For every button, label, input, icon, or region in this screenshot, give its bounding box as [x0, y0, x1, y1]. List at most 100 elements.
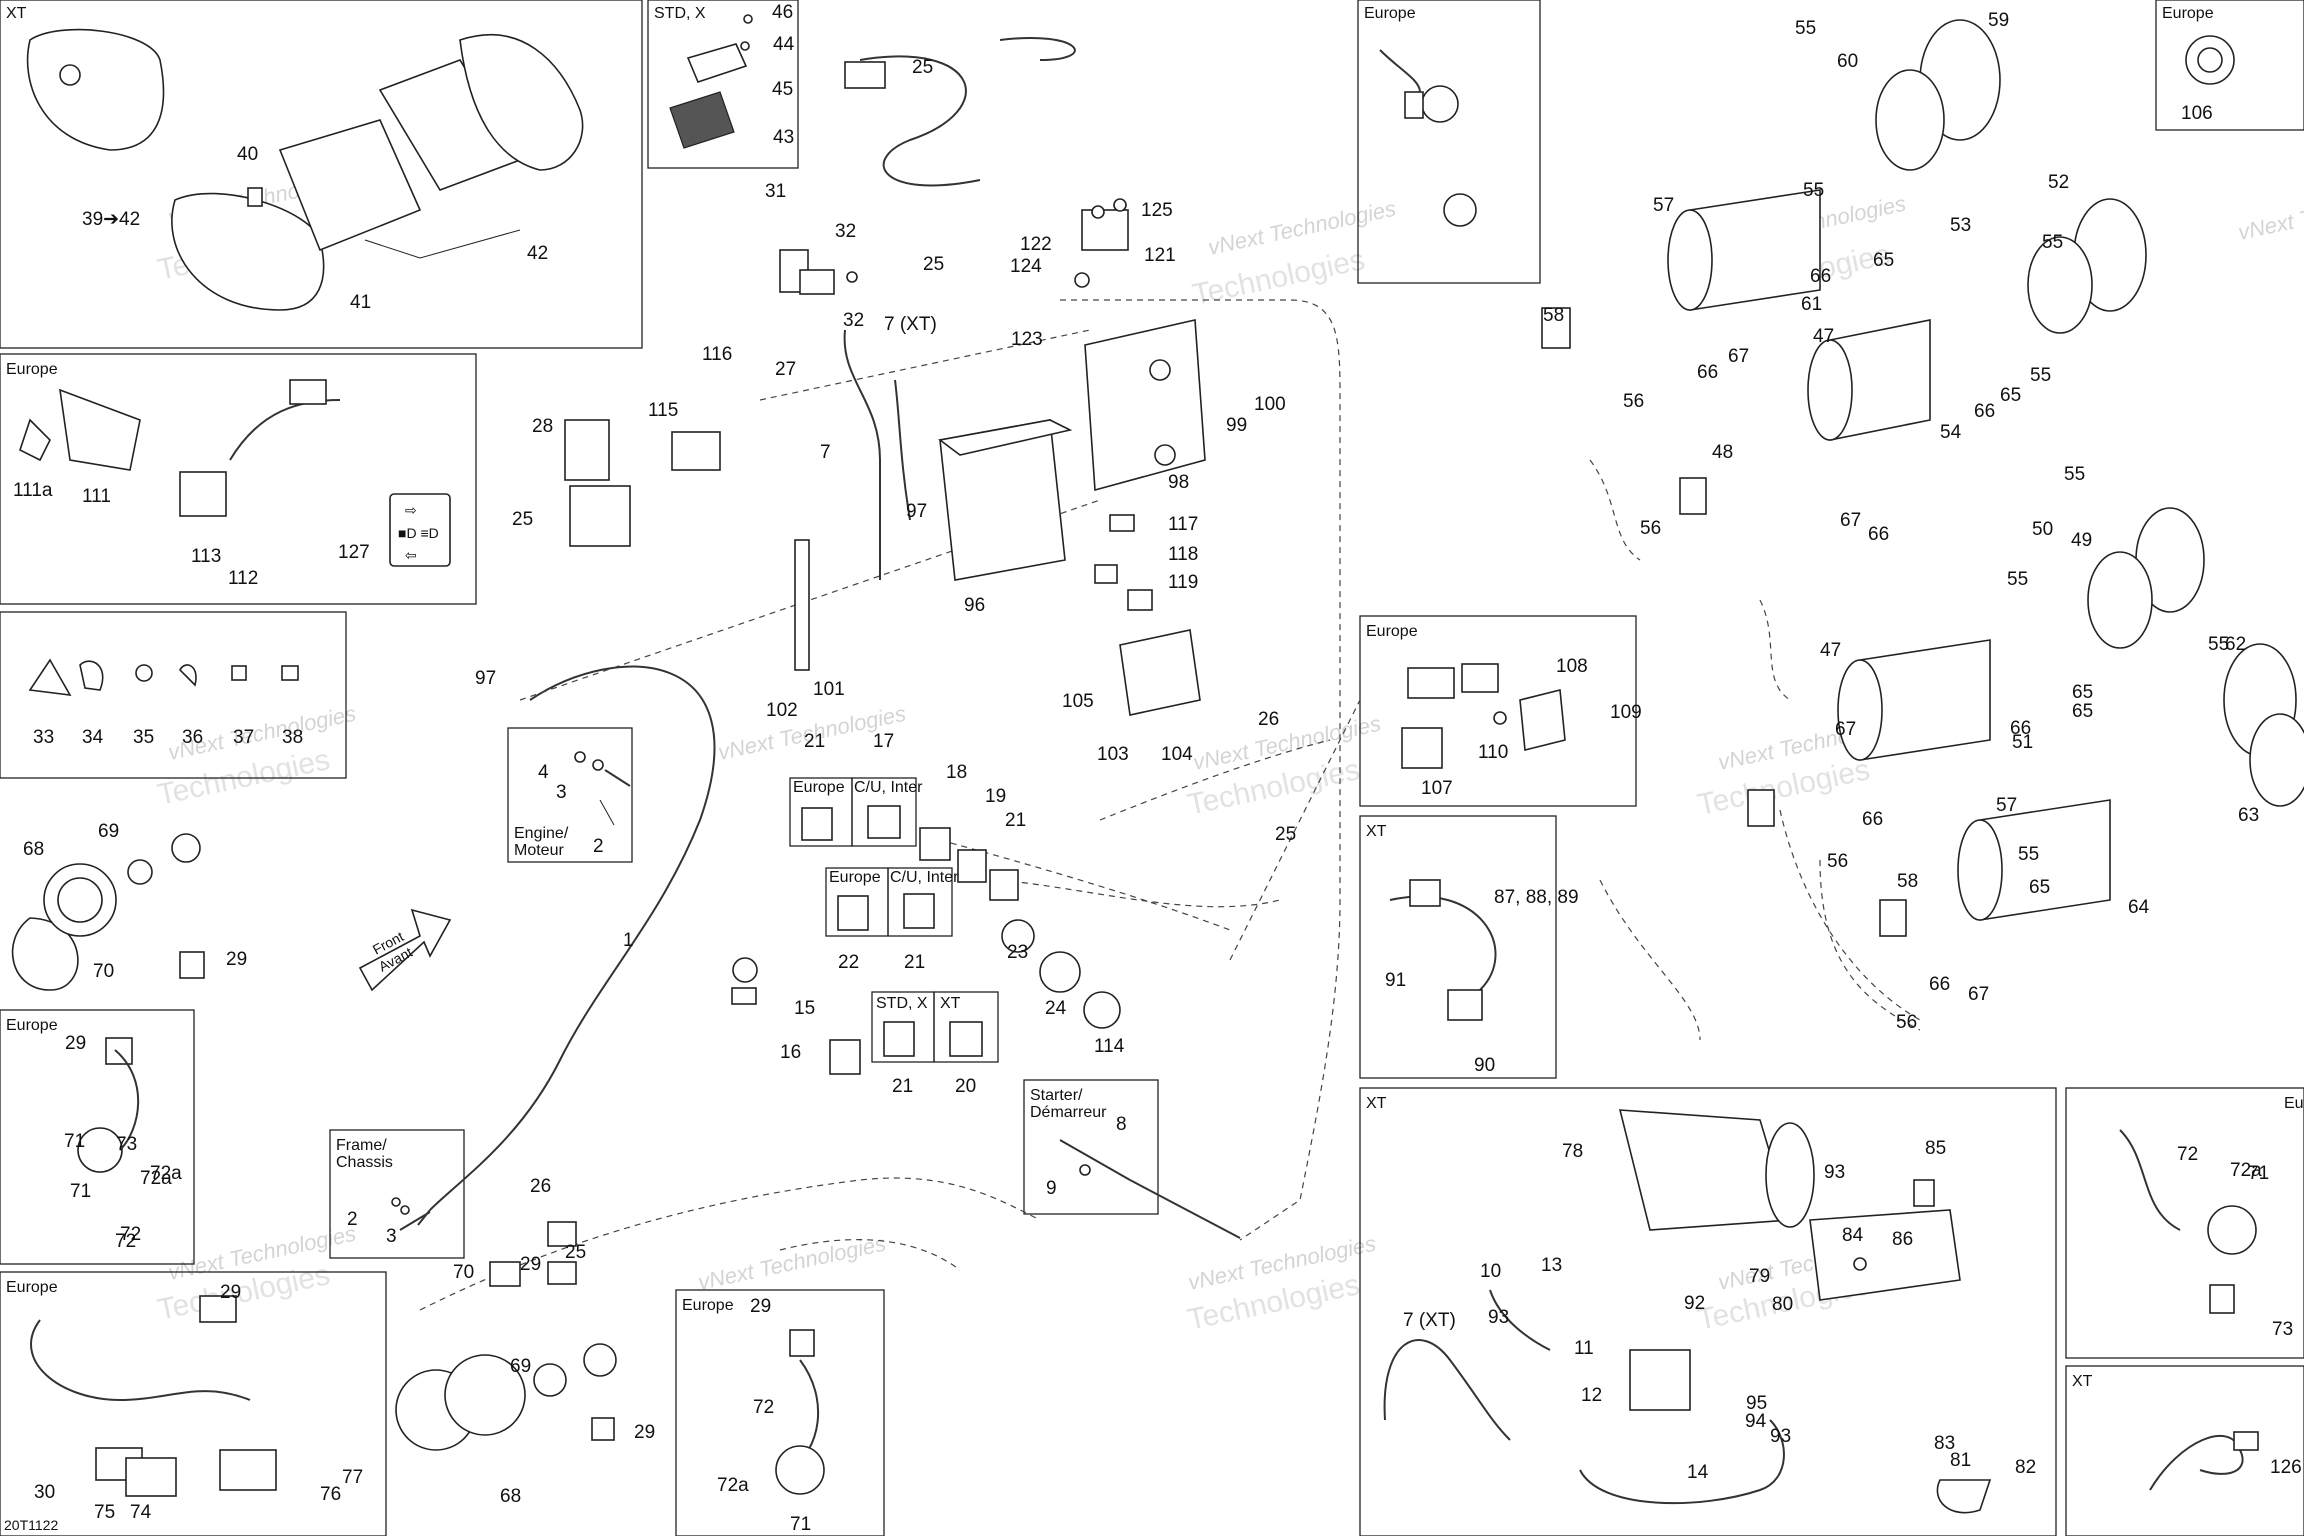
box-title: Engine/Moteur	[514, 825, 569, 859]
callout-number: 75	[94, 1502, 115, 1523]
box-title: Europe	[682, 1297, 734, 1314]
callout-number: 123	[1011, 329, 1043, 350]
callout-number: 4	[538, 762, 549, 783]
callout-number: 21	[892, 1076, 913, 1097]
callout-number: 104	[1161, 744, 1193, 765]
callout-number: 65	[2072, 701, 2093, 722]
winch-parts	[1489, 1109, 1992, 1514]
callout-number: 106	[2181, 103, 2213, 124]
callout-number: 68	[500, 1486, 521, 1507]
callout-number: 47	[1820, 640, 1841, 661]
europe-right-parts	[1401, 663, 1566, 769]
europe-bottom-mid-parts	[775, 1329, 825, 1495]
harness-30	[30, 1319, 251, 1402]
callout-number: 125	[1141, 200, 1173, 221]
callout-number: 26	[530, 1176, 551, 1197]
callout-number: 22	[838, 952, 859, 973]
callout-number: 109	[1610, 702, 1642, 723]
bracket-115	[671, 431, 721, 471]
callout-number: 59	[1988, 10, 2009, 31]
callout-number: 49	[2071, 530, 2092, 551]
callout-number: 67	[1840, 510, 1861, 531]
part-34	[79, 660, 104, 691]
callout-number: 58	[1897, 871, 1918, 892]
switch-17	[867, 805, 901, 839]
washer-124	[1074, 272, 1090, 288]
callout-number: 71	[70, 1181, 91, 1202]
box-title: Europe	[1366, 623, 1418, 640]
box-title: XT	[940, 995, 961, 1012]
callout-number: 29	[520, 1254, 541, 1275]
front-arrow-icon	[358, 908, 452, 992]
callout-number: 50	[2032, 519, 2053, 540]
callout-number: 82	[2015, 1457, 2036, 1478]
box-title: Starter/Démarreur	[1030, 1087, 1107, 1121]
connector-29-bottom	[591, 1417, 615, 1441]
box-title: Europe	[829, 869, 881, 886]
callout-number: 56	[1896, 1012, 1917, 1033]
callout-number: 34	[82, 727, 104, 748]
callout-number: 36	[182, 727, 203, 748]
callout-number: 66	[1810, 266, 1831, 287]
strap-101	[794, 539, 810, 671]
motor-47-mid-end	[1837, 659, 1883, 761]
winch-78	[1618, 1109, 1792, 1231]
nut-9	[1079, 1164, 1091, 1176]
callout-number: 100	[1254, 394, 1286, 415]
callout-number: 3	[386, 1226, 397, 1247]
motor-57-end	[1667, 209, 1713, 311]
callout-number: 20	[955, 1076, 976, 1097]
callout-number: 93	[1770, 1426, 1791, 1447]
wire-72-right	[2119, 1129, 2181, 1231]
callout-number: 105	[1062, 691, 1094, 712]
callout-number: 73	[2272, 1319, 2293, 1340]
winch-harness	[1599, 879, 1701, 1041]
starter-parts	[1059, 1139, 1241, 1239]
callout-number: 27	[775, 359, 796, 380]
watermark: vNext Technologies	[2236, 181, 2304, 245]
callout-number: 32	[835, 221, 856, 242]
handlebar-switch-parts: ⇨ ■D ≡D ⇦	[19, 379, 451, 567]
callout-number: 29	[634, 1422, 655, 1443]
switch-harness	[939, 839, 1231, 931]
lamp-74	[125, 1457, 177, 1497]
lamp-71	[1404, 91, 1424, 119]
part-86	[1853, 1257, 1867, 1271]
box-xt-right	[1359, 815, 1557, 1079]
wiring-harness	[417, 36, 2181, 1505]
engine-frame-parts	[391, 751, 631, 1231]
switch-21	[989, 869, 1019, 901]
box-starter	[1023, 1079, 1159, 1215]
lamp-71-eu	[77, 1127, 123, 1173]
box-europe-right	[1359, 615, 1637, 807]
callout-number: 93	[1824, 1162, 1845, 1183]
callout-number: 55	[2042, 232, 2063, 253]
nut-110	[1493, 711, 1507, 725]
box-title: XT	[1366, 823, 1387, 840]
switch-22	[837, 895, 869, 931]
ground-dash-2	[759, 329, 1091, 401]
callout-number: 35	[133, 727, 154, 748]
callout-number: 42	[527, 243, 548, 264]
box-title: STD, X	[876, 995, 928, 1012]
callout-number: 29	[750, 1296, 771, 1317]
motor-harness-1	[1589, 459, 1641, 561]
callout-number: 81	[1950, 1450, 1971, 1471]
callout-number: 29	[220, 1282, 241, 1303]
callout-number: 87, 88, 89	[1494, 887, 1579, 908]
housing-68-bottom	[444, 1354, 526, 1436]
callout-number: 29	[65, 1033, 86, 1054]
watermarks: vNext Technologies Technologies vNext Te…	[155, 166, 2304, 1337]
callout-number: 63	[2238, 805, 2259, 826]
winch-harness-2	[1819, 859, 1921, 1031]
callout-number: 47	[1813, 326, 1834, 347]
box-europe-bottom-mid	[675, 1289, 885, 1536]
part-106-inner	[2197, 47, 2223, 73]
callout-number: 61	[1801, 294, 1822, 315]
gauge-seal-42	[459, 34, 584, 171]
callout-number: 127	[338, 542, 370, 563]
callout-number: 84	[1842, 1225, 1864, 1246]
callout-number: 25	[923, 254, 944, 275]
